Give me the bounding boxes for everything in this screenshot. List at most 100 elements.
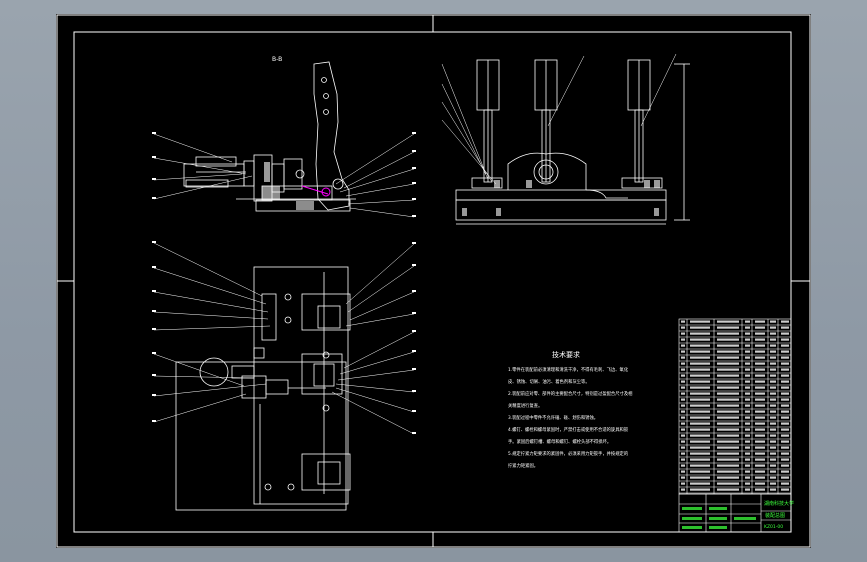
parts-list-cell-mark [781, 428, 789, 431]
title-block-green-cells [682, 507, 756, 529]
parts-list-cell-mark [690, 440, 710, 443]
parts-list-cell-mark [755, 326, 765, 329]
parts-list-cell-mark [755, 380, 765, 383]
parts-list-cell-mark [755, 470, 765, 473]
leader-lines-right [331, 53, 677, 435]
parts-list-cell-mark [755, 350, 765, 353]
parts-list-cell-mark [690, 344, 710, 347]
parts-list-cell-mark [755, 398, 765, 401]
parts-list-cell-mark [781, 326, 789, 329]
parts-list-cell-mark [745, 422, 750, 425]
parts-list-cell-mark [781, 398, 789, 401]
parts-list-cell-mark [770, 386, 776, 389]
parts-list-cell-mark [755, 482, 765, 485]
parts-list-cell-mark [755, 434, 765, 437]
parts-list-cell-mark [745, 380, 750, 383]
parts-list-cell-mark [755, 428, 765, 431]
parts-list-cell-mark [681, 470, 685, 473]
parts-list-cell-mark [745, 416, 750, 419]
parts-list-cell-mark [770, 440, 776, 443]
parts-list-cell-mark [690, 380, 710, 383]
parts-list-cell-mark [717, 464, 739, 467]
requirement-line: 4.螺钉、螺栓和螺母紧固时，严禁打击或使用不合适的旋具和扳 [508, 426, 629, 433]
parts-list-cell-mark [681, 350, 685, 353]
parts-list-cell-mark [770, 362, 776, 365]
parts-list-cell-mark [690, 434, 710, 437]
parts-list-cell-mark [717, 344, 739, 347]
parts-list-cell-mark [770, 488, 776, 491]
parts-list-cell-mark [781, 482, 789, 485]
parts-list-cell-mark [770, 398, 776, 401]
parts-list-cell-mark [681, 344, 685, 347]
parts-list-cell-mark [717, 434, 739, 437]
parts-list-cell-mark [745, 458, 750, 461]
parts-list-cell-mark [690, 356, 710, 359]
parts-list-cell-mark [745, 470, 750, 473]
parts-list-cell-mark [755, 452, 765, 455]
school-name: 湖南科技大学 [764, 500, 794, 507]
parts-list-cell-mark [745, 350, 750, 353]
parts-list-cell-mark [770, 428, 776, 431]
parts-list-cell-mark [755, 422, 765, 425]
parts-list-cell-mark [745, 386, 750, 389]
requirement-line: 手。紧固后螺钉槽、螺母和螺钉、螺栓头部不得损坏。 [508, 438, 611, 445]
parts-list-cell-mark [770, 464, 776, 467]
parts-list-cell-mark [745, 374, 750, 377]
parts-list-cell-mark [770, 338, 776, 341]
parts-list-cell-mark [717, 452, 739, 455]
parts-list-cell-mark [781, 332, 789, 335]
parts-list-cell-mark [770, 422, 776, 425]
parts-list-cell-mark [681, 338, 685, 341]
parts-list-cell-mark [681, 380, 685, 383]
parts-list-cell-mark [681, 374, 685, 377]
parts-list-cell-mark [745, 338, 750, 341]
parts-list-cell-mark [745, 452, 750, 455]
parts-list-cell-mark [681, 476, 685, 479]
parts-list-cell-mark [770, 404, 776, 407]
parts-list-cell-mark [781, 452, 789, 455]
parts-list-cell-mark [681, 422, 685, 425]
parts-list-cell-mark [781, 434, 789, 437]
parts-list-cell-mark [770, 476, 776, 479]
parts-list-cell-mark [745, 440, 750, 443]
parts-list-cell-mark [681, 446, 685, 449]
parts-list-cell-mark [717, 476, 739, 479]
parts-list-cell-mark [745, 392, 750, 395]
parts-list-cell-mark [770, 344, 776, 347]
parts-list-cell-mark [681, 458, 685, 461]
parts-list-cell-mark [755, 458, 765, 461]
parts-list-cell-mark [717, 410, 739, 413]
parts-list-cell-mark [717, 416, 739, 419]
parts-list-cell-mark [770, 458, 776, 461]
parts-list-cell-mark [755, 404, 765, 407]
parts-list-cell-mark [781, 362, 789, 365]
parts-list-cell-mark [781, 416, 789, 419]
parts-list-cell-mark [690, 332, 710, 335]
parts-list-cell-mark [681, 368, 685, 371]
parts-list-cell-mark [717, 320, 739, 323]
base-bolts [462, 180, 660, 216]
parts-list-cell-mark [690, 404, 710, 407]
parts-list-cell-mark [755, 374, 765, 377]
parts-list-cell-mark [755, 488, 765, 491]
parts-list-cell-mark [770, 326, 776, 329]
parts-list-cell-mark [745, 368, 750, 371]
parts-list-cell-mark [781, 458, 789, 461]
parts-list-entries [681, 320, 789, 491]
parts-list-cell-mark [745, 410, 750, 413]
parts-list-cell-mark [755, 338, 765, 341]
parts-list-cell-mark [681, 392, 685, 395]
magenta-marker [301, 185, 331, 197]
parts-list-cell-mark [690, 338, 710, 341]
parts-list-cell-mark [745, 326, 750, 329]
parts-list-cell-mark [770, 410, 776, 413]
parts-list-cell-mark [681, 464, 685, 467]
parts-list-cell-mark [690, 362, 710, 365]
parts-list-cell-mark [781, 350, 789, 353]
parts-list-table [678, 318, 792, 495]
parts-list-cell-mark [755, 476, 765, 479]
parts-list-cell-mark [781, 470, 789, 473]
parts-list-cell-mark [781, 320, 789, 323]
parts-list-cell-mark [781, 380, 789, 383]
requirement-line: 5.规定拧紧力矩要求的紧固件，必须采用力矩扳手，并按规定的 [508, 450, 628, 457]
